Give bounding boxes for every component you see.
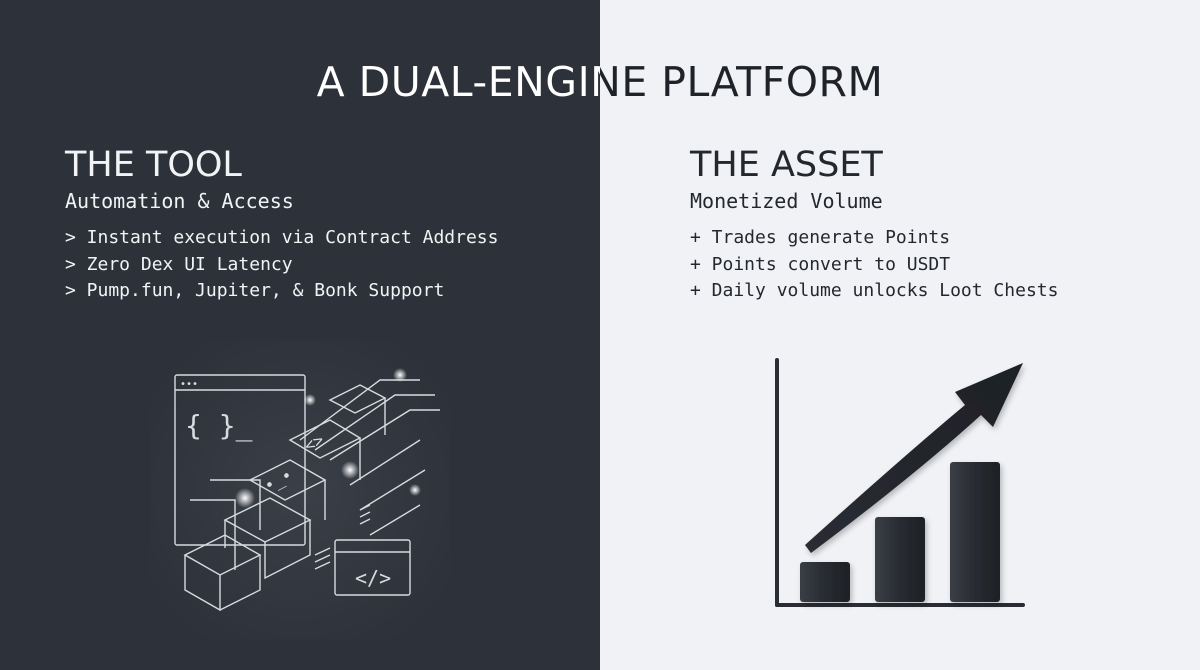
page-title: A DUAL-ENGINE PLATFORM	[0, 58, 1200, 106]
asset-subtitle: Monetized Volume	[690, 189, 883, 213]
tool-bullet-list: > Instant execution via Contract Address…	[65, 225, 498, 305]
tool-title: THE TOOL	[65, 145, 242, 185]
asset-bullet: + Points convert to USDT	[690, 253, 951, 275]
asset-bullet: + Daily volume unlocks Loot Chests	[690, 280, 1059, 301]
asset-bullet-list: + Trades generate Points + Points conver…	[690, 225, 1058, 305]
tool-bullet: > Instant execution via Contract Address	[65, 227, 499, 248]
growth-chart-icon	[775, 358, 1025, 607]
code-tag-glyph: </>	[355, 566, 391, 590]
asset-bullet: + Trades generate Points	[690, 227, 951, 248]
tool-bullet: > Pump.fun, Jupiter, & Bonk Support	[65, 280, 445, 301]
asset-title: THE ASSET	[690, 145, 883, 185]
braces-glyph: { }_	[185, 409, 253, 443]
code-blocks-icon: ••• { }_ </> <> •_•	[150, 340, 450, 640]
tool-subtitle: Automation & Access	[65, 189, 294, 213]
window-dots: •••	[180, 379, 198, 390]
tool-bullet: > Zero Dex UI Latency	[65, 253, 293, 275]
